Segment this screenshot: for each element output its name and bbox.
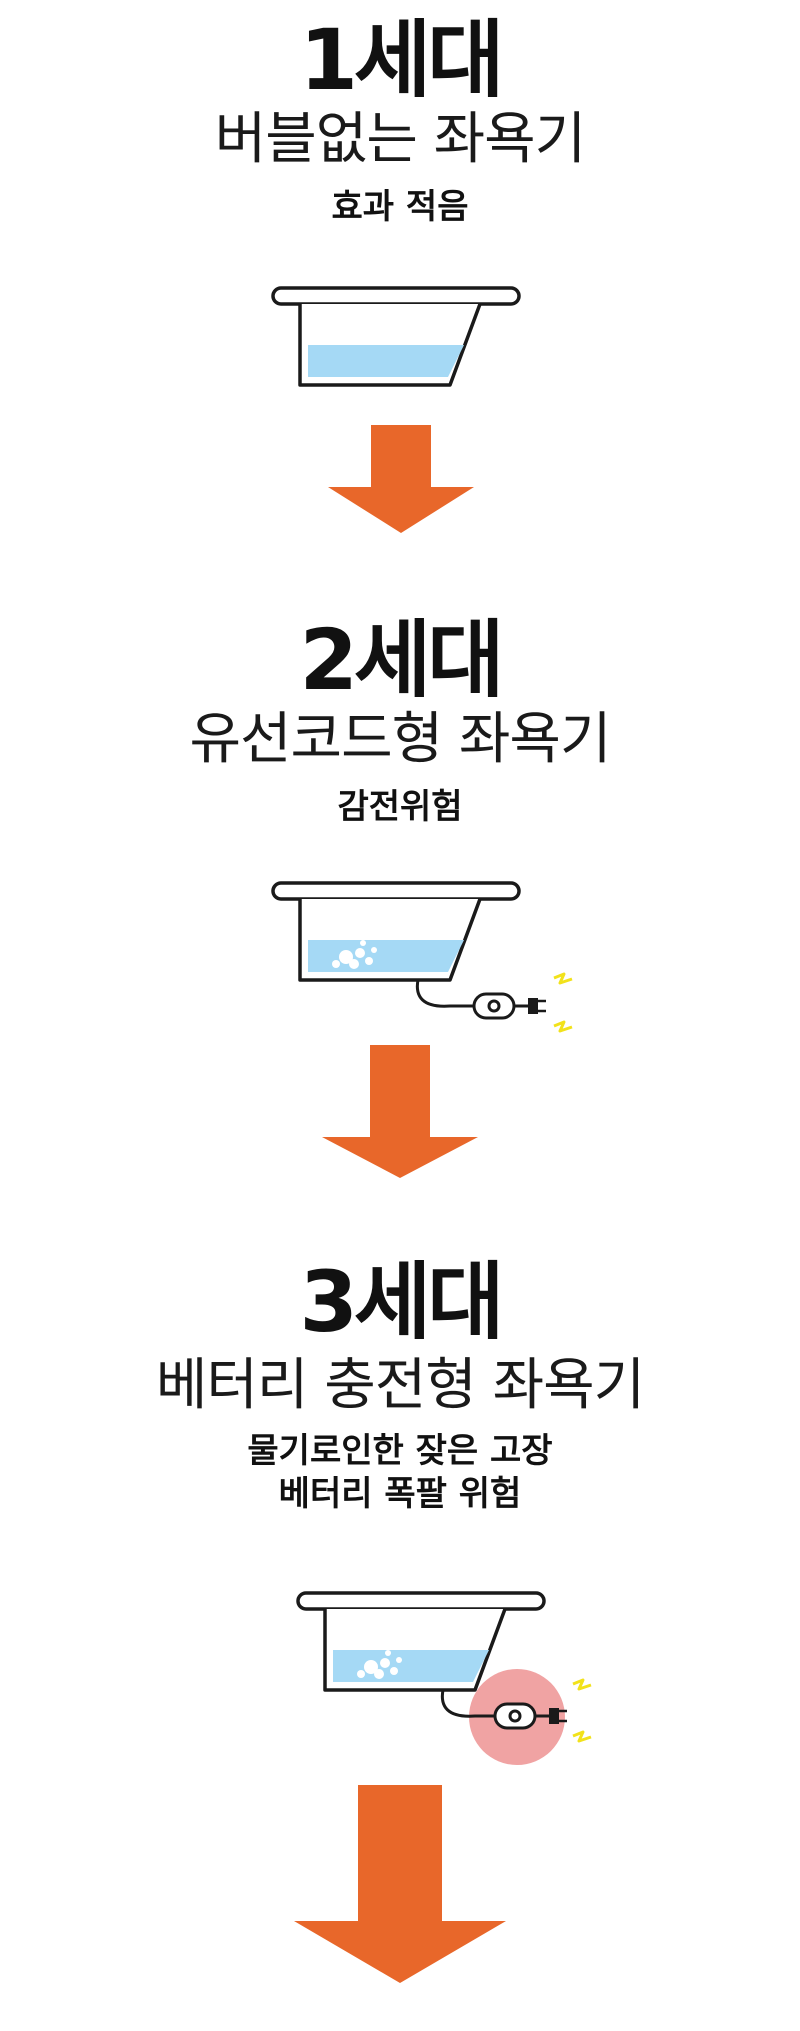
generation-1-note: 효과 적음	[331, 187, 469, 227]
battery-basin-icon	[296, 1591, 592, 1765]
down-arrow-icon	[294, 1785, 506, 1983]
generation-1-subtitle: 버블없는 좌욕기	[214, 107, 586, 172]
generation-3-note-2: 베터리 폭팔 위험	[278, 1473, 522, 1514]
generation-2-title: 2세대	[299, 611, 504, 709]
down-arrow-icon	[322, 1045, 478, 1178]
generation-2-subtitle: 유선코드형 좌욕기	[189, 707, 612, 772]
generation-3-note-1: 물기로인한 잦은 고장	[247, 1431, 553, 1471]
generation-3-notes: 물기로인한 잦은 고장 베터리 폭팔 위험	[0, 1430, 800, 1515]
corded-basin-icon	[271, 881, 573, 1033]
generation-2-note: 감전위험	[337, 787, 463, 827]
basin-icon	[271, 286, 521, 387]
down-arrow-icon	[328, 425, 474, 533]
generation-3-subtitle: 베터리 충전형 좌욕기	[155, 1353, 645, 1418]
generation-3-title: 3세대	[299, 1253, 504, 1351]
generation-2-notes: 감전위험	[0, 786, 800, 829]
generation-1-notes: 효과 적음	[0, 186, 800, 229]
generation-1-title: 1세대	[299, 11, 504, 109]
